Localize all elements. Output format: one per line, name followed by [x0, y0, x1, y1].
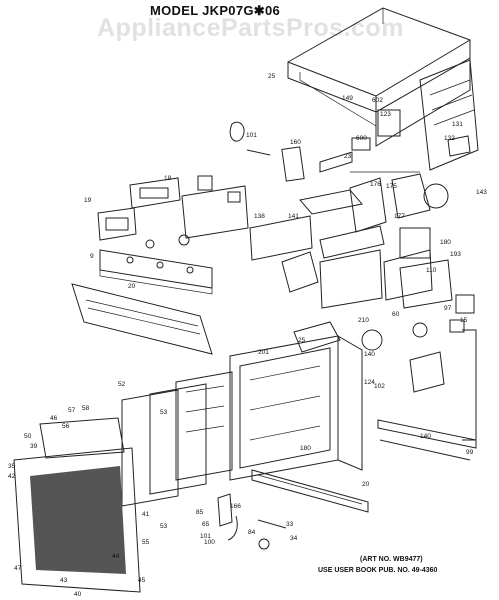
- callout: 20: [362, 481, 370, 488]
- callout: 53: [160, 523, 168, 530]
- model-title: MODEL JKP07G✱06: [150, 3, 281, 18]
- bottom-rail: [377, 419, 477, 461]
- callout: 44: [112, 553, 120, 560]
- oven-door: [13, 417, 141, 593]
- callout: 40: [74, 591, 82, 598]
- callout: 9: [90, 253, 94, 260]
- callout: 600: [356, 135, 367, 142]
- callout: 102: [374, 383, 385, 390]
- callout: 177: [394, 213, 405, 220]
- callout: 52: [118, 381, 126, 388]
- callout: 180: [300, 445, 311, 452]
- callout: 25: [268, 73, 276, 80]
- callout: 19: [84, 197, 92, 204]
- callout: 85: [196, 509, 204, 516]
- watermark: AppliancePartsPros.com: [97, 14, 404, 42]
- callout: 58: [82, 405, 90, 412]
- callout: 140: [420, 433, 431, 440]
- callout: 20: [128, 283, 136, 290]
- callout: 33: [286, 521, 294, 528]
- callout: 99: [466, 449, 474, 456]
- callout: 46: [50, 415, 58, 422]
- door-liners: [121, 371, 233, 507]
- callout: 56: [62, 423, 70, 430]
- callout: 149: [342, 95, 353, 102]
- middle-brackets: [249, 173, 449, 309]
- callout: 25: [298, 337, 306, 344]
- callout: 131: [452, 121, 463, 128]
- user-book-reference: USE USER BOOK PUB. NO. 49-4360: [318, 567, 438, 574]
- callout: 41: [142, 511, 150, 518]
- callout-labels: 25 149 602 123 600 131 132 143 101 160 2…: [8, 73, 487, 598]
- callout: 124: [364, 379, 375, 386]
- callout: 180: [440, 239, 451, 246]
- callout: 97: [444, 305, 452, 312]
- callout: 101: [200, 533, 211, 540]
- oven-cavity: [229, 321, 363, 481]
- control-panel: [99, 249, 213, 295]
- callout: 602: [372, 97, 383, 104]
- callout: 43: [60, 577, 68, 584]
- callout: 193: [450, 251, 461, 258]
- callout: 47: [14, 565, 22, 572]
- right-components: [361, 259, 477, 441]
- callout: 60: [392, 311, 400, 318]
- misc-small-parts: [217, 493, 287, 550]
- callout: 15: [460, 317, 468, 324]
- callout: 35: [8, 463, 16, 470]
- callout: 57: [68, 407, 76, 414]
- callout: 166: [230, 503, 241, 510]
- control-parts: [97, 175, 249, 249]
- callout: 160: [290, 139, 301, 146]
- outer-case: [287, 7, 471, 147]
- callout: 176: [370, 181, 381, 188]
- side-panel: [419, 59, 479, 171]
- callout: 53: [160, 409, 168, 416]
- callout: 143: [476, 189, 487, 196]
- callout: 65: [202, 521, 210, 528]
- callout: 201: [258, 349, 269, 356]
- callout: 175: [386, 183, 397, 190]
- callout: 39: [30, 443, 38, 450]
- callout: 140: [364, 351, 375, 358]
- callout: 100: [204, 539, 215, 546]
- callout: 55: [142, 539, 150, 546]
- callout: 110: [426, 267, 437, 274]
- callout: 123: [380, 111, 391, 118]
- top-small-parts: [229, 109, 471, 182]
- callout: 45: [138, 577, 146, 584]
- art-number: (ART NO. WB9477): [360, 556, 423, 563]
- callout: 101: [246, 132, 257, 139]
- callout: 141: [288, 213, 299, 220]
- callout: 84: [248, 529, 256, 536]
- callout: 34: [290, 535, 298, 542]
- vent-strip: [251, 469, 369, 513]
- callout: 138: [254, 213, 265, 220]
- front-frame: [71, 283, 213, 355]
- callout: 210: [358, 317, 369, 324]
- callout: 18: [164, 175, 172, 182]
- callout: 42: [8, 473, 16, 480]
- callout: 23: [344, 153, 352, 160]
- callout: 50: [24, 433, 32, 440]
- callout: 132: [444, 135, 455, 142]
